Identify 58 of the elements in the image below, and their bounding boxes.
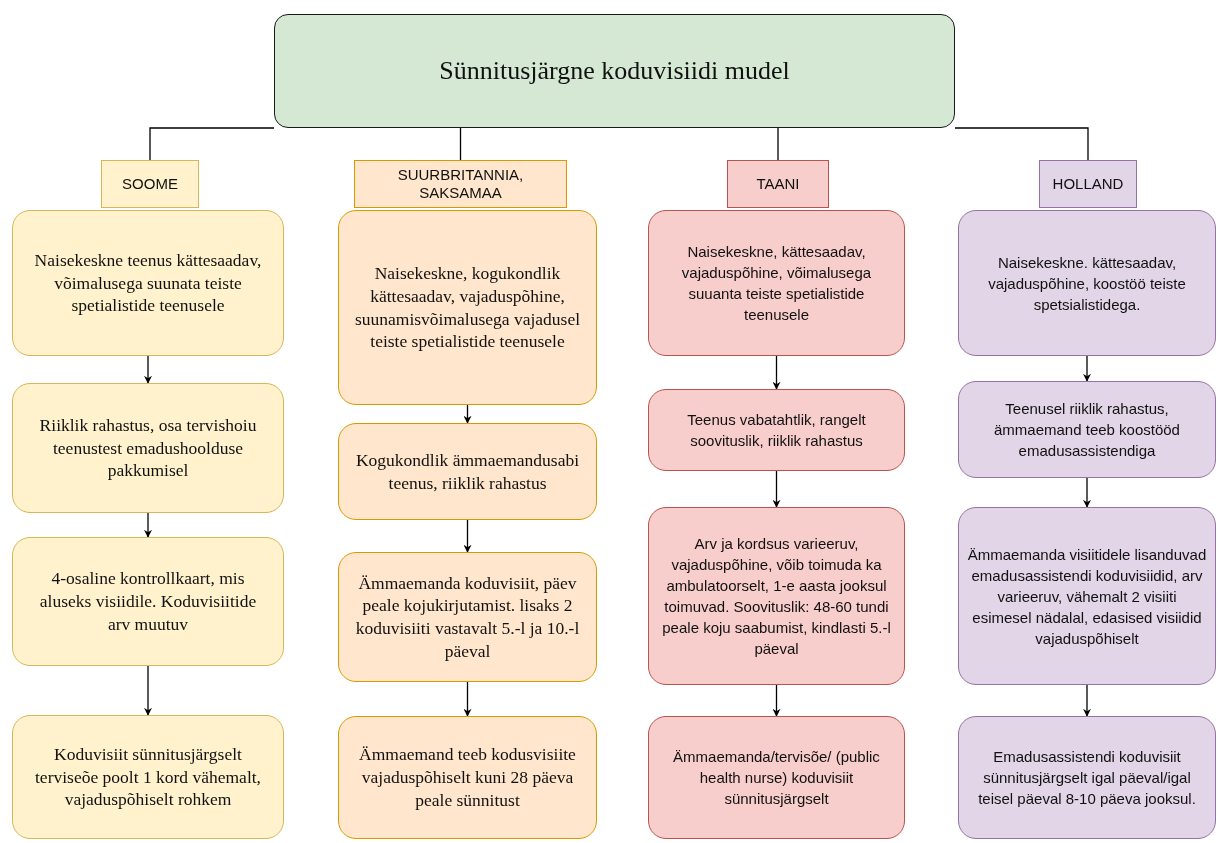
step-text: Teenusel riiklik rahastus, ämmaemand teeb koostööd emadusassistendiga [993, 399, 1181, 461]
step-text: Naisekeskne. kättesaadav, vajaduspõhine, koostöö teiste spetsialistidega. [987, 252, 1187, 315]
connector-line [149, 127, 275, 161]
step-text: Naisekeskne, kogukondlik kättesaadav, vajaduspõhine, suunamisvõimalusega vajadusel teiste spetialistide teenusele [354, 262, 581, 353]
country-label: TAANI [756, 175, 800, 193]
node-title: Sünnitusjärgne koduvisiidi mudel [439, 56, 790, 86]
process-box [338, 210, 597, 405]
arrow [772, 355, 781, 390]
process-box [338, 423, 597, 520]
step-text: Kogukondlik ämmaemandusabi teenus, riiklik rahastus [354, 448, 581, 495]
title-box [274, 14, 955, 128]
step-text: Naisekeskne, kättesaadav, vajaduspõhine, võimalusega suuanta teiste spetialistide teenusele [680, 242, 873, 325]
step-text: Koduvisiit sünnitusjärgselt terviseõe poolt 1 kord vähemalt, vajaduspõhiselt rohkem [34, 742, 262, 812]
process-box [958, 507, 1216, 685]
step-text: Riiklik rahastus, osa tervishoiu teenustest emadushoolduse pakkumisel [38, 413, 258, 483]
arrow [772, 684, 781, 717]
step-text: Arv ja kordsus varieeruv, vajaduspõhine, võib toimuda ka ambulatoorselt, 1-e aasta jooksul toimuvad. Soovituslik: 48-60 tundi peale koju saabumist, kindlasti 5.-l päeval [661, 534, 892, 659]
step-text: Emadusassistendi koduvisiit sünnitusjärgselt igal päeval/igal teisel päeval 8-10 päeva jooksul. [977, 747, 1197, 809]
country-label: HOLLAND [1052, 175, 1124, 193]
process-box [338, 716, 597, 839]
process-box [958, 210, 1216, 356]
country-label: SOOME [122, 175, 178, 193]
process-box [12, 715, 284, 839]
country-header-box [354, 160, 567, 208]
connector-line [954, 127, 1089, 161]
arrow [463, 519, 472, 553]
arrow [144, 355, 152, 384]
country-header-box [101, 160, 199, 208]
arrow [1083, 477, 1091, 508]
process-box [338, 552, 597, 682]
step-text: Ämmaemanda visiitidele lisanduvad emadusassistendi koduvisiidid, arv varieeruv, vähemalt 2 visiiti esimesel nädalal, edasised visiidid vajaduspõhiselt [967, 544, 1207, 649]
process-box [648, 210, 905, 356]
arrow [772, 470, 781, 508]
step-text: Ämmaemanda/tervisõe/ (public health nurse) koduvisiit sünnitusjärgselt [672, 747, 881, 809]
connector-line [777, 127, 779, 161]
process-box [648, 716, 905, 839]
process-box [12, 383, 284, 513]
process-box [958, 716, 1216, 839]
arrow [144, 512, 152, 538]
country-header-box [727, 160, 829, 208]
arrow [463, 681, 472, 717]
country-label: SUURBRITANNIA, SAKSAMAA [396, 166, 525, 202]
step-text: Ämmaemand teeb kodusvisiite vajaduspõhiselt kuni 28 päeva peale sünnitust [358, 743, 577, 812]
step-text: Ämmaemanda koduvisiit, päev peale kojukirjutamist. lisaks 2 koduvisiiti vastavalt 5.-l ja 10.-l päeval [354, 571, 581, 663]
arrow [463, 404, 472, 424]
process-box [12, 537, 284, 666]
process-box [958, 381, 1216, 478]
arrow [144, 665, 152, 716]
step-text: Teenus vabatahtlik, rangelt soovituslik, riiklik rahastus [686, 410, 867, 451]
connector-line [459, 127, 462, 161]
process-box [648, 389, 905, 471]
arrow [1083, 355, 1091, 382]
step-text: Naisekeskne teenus kättesaadav, võimalusega suunata teiste spetialistide teenusele [33, 248, 263, 318]
process-box [648, 507, 905, 685]
process-box [12, 210, 284, 356]
step-text: 4-osaline kontrollkaart, mis aluseks visiidile. Koduvisiitide arv muutuv [38, 567, 258, 636]
country-header-box [1039, 160, 1137, 208]
arrow [1083, 684, 1091, 717]
